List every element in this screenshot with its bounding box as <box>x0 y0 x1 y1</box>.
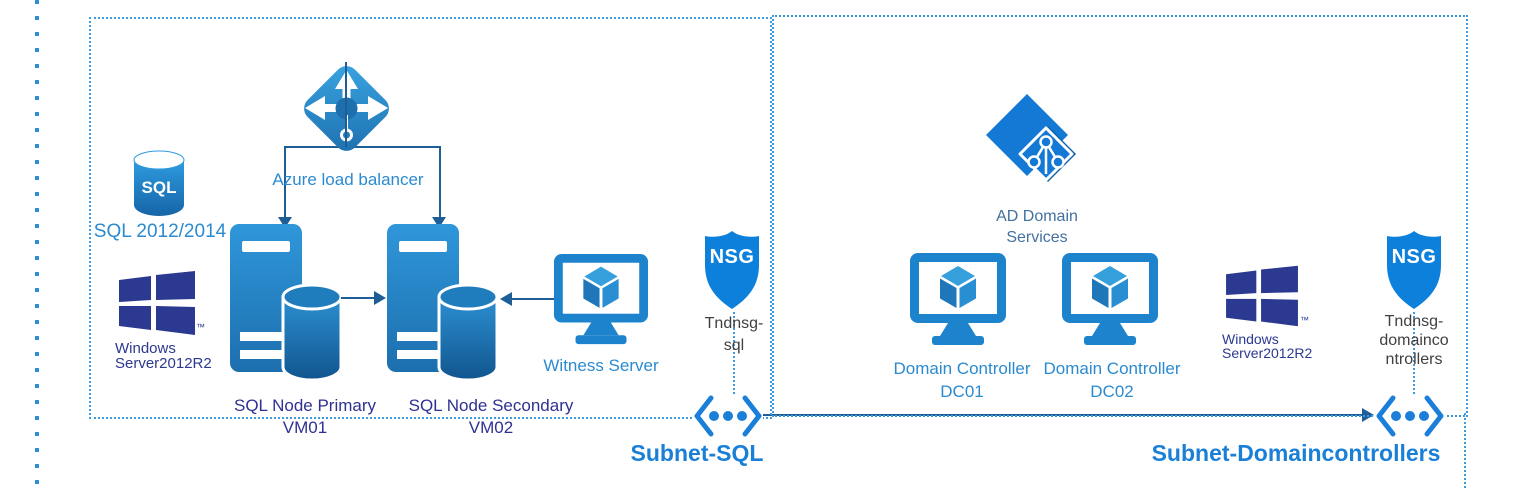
adds-label-line2: Services <box>1006 229 1068 246</box>
subnet-sql-box <box>89 17 772 419</box>
trademark-symbol: ™ <box>1300 315 1309 325</box>
nsg-dc-badge: NSG <box>1391 246 1437 268</box>
dc02-label: Domain Controller DC02 <box>1038 357 1186 403</box>
lb-arrowhead-right-icon <box>432 217 446 228</box>
lb-drop-left-line <box>284 146 286 218</box>
sql-version-label: SQL 2012/2014 <box>93 221 227 242</box>
lb-stem-line <box>345 62 347 147</box>
nsg-dc-shield-icon <box>1387 231 1441 309</box>
nsg-dc-name-label: Tndnsg- domainco ntrollers <box>1354 312 1474 369</box>
nsg-dc-name-line1: Tndnsg- <box>1384 313 1444 330</box>
nsg-sql-badge: NSG <box>709 246 755 268</box>
nsg-sql-name-label: Tndnsg- sql <box>674 313 794 357</box>
sql-node-primary-label: SQL Node Primary VM01 <box>215 395 395 439</box>
windows-server-logo-right: ™ Windows Server2012R2 <box>1222 261 1314 361</box>
database-cylinder-secondary-icon <box>437 283 499 382</box>
dc01-label-line2: DC01 <box>940 382 984 401</box>
dc01-vm-icon <box>910 253 1006 345</box>
subnet-dc-icon <box>1375 394 1445 438</box>
dc02-label-line2: DC02 <box>1090 382 1134 401</box>
windows-label-line2: Server2012R2 <box>1222 345 1313 361</box>
replication-line <box>341 297 377 299</box>
windows-server-label: Windows Server2012R2 <box>115 341 225 371</box>
sql-node-secondary-line2: VM02 <box>468 418 514 437</box>
windows-logo-icon <box>119 271 195 335</box>
windows-label-line2: Server2012R2 <box>115 355 212 372</box>
lb-arrowhead-left-icon <box>278 217 292 228</box>
replication-arrowhead-icon <box>374 291 386 305</box>
lb-drop-right-line <box>439 146 441 218</box>
adds-label-line1: AD Domain <box>996 208 1078 225</box>
sql-node-primary-line2: VM01 <box>282 418 328 437</box>
nsg-dc-connector-line <box>1413 312 1415 394</box>
dc01-label: Domain Controller DC01 <box>888 357 1036 403</box>
nsg-dc-name-line3: ntrollers <box>1385 351 1443 368</box>
sql-database-icon: SQL <box>133 150 185 216</box>
sql-node-secondary-line1: SQL Node Secondary <box>408 396 574 415</box>
load-balancer-label: Azure load balancer <box>272 170 424 189</box>
nsg-dc-name-line2: domainco <box>1379 332 1449 349</box>
subnet-dc-label: Subnet-Domaincontrollers <box>1151 440 1441 466</box>
dc02-label-line1: Domain Controller <box>1043 359 1181 378</box>
nsg-sql-name-line1: Tndnsg- <box>704 315 764 332</box>
windows-label-line1: Windows <box>1222 331 1279 347</box>
dc02-vm-icon <box>1062 253 1158 345</box>
adds-label: AD Domain Services <box>977 206 1097 248</box>
lb-split-line <box>284 146 441 148</box>
subnet-glyph-icon <box>1376 395 1444 437</box>
database-cylinder-primary-icon <box>281 283 343 382</box>
subnet-glyph-icon <box>694 395 762 437</box>
subnet-dc-box-edge-extension <box>1464 413 1466 488</box>
sql-icon-text: SQL <box>142 178 177 197</box>
windows-logo-icon <box>1226 265 1298 327</box>
witness-server-label: Witness Server <box>543 356 659 375</box>
vnet-boundary-line <box>35 0 39 488</box>
sql-node-secondary-label: SQL Node Secondary VM02 <box>396 395 586 439</box>
windows-server-label-right: Windows Server2012R2 <box>1222 332 1332 360</box>
windows-label-line1: Windows <box>115 340 176 357</box>
sql-node-primary-line1: SQL Node Primary <box>233 396 377 415</box>
subnet-sql-icon <box>693 394 763 438</box>
nsg-sql-connector-line <box>733 312 735 394</box>
witness-server-icon <box>553 253 649 345</box>
adds-icon <box>986 94 1076 182</box>
witness-line <box>510 298 554 300</box>
dc01-label-line1: Domain Controller <box>893 359 1031 378</box>
trademark-symbol: ™ <box>196 322 205 332</box>
nsg-sql-name-line2: sql <box>723 337 745 354</box>
nsg-sql-shield-icon <box>705 231 759 309</box>
subnet-sql-label: Subnet-SQL <box>630 440 764 466</box>
subnet-dc-box <box>772 15 1468 417</box>
windows-server-logo: ™ Windows Server2012R2 <box>115 266 212 372</box>
witness-arrowhead-icon <box>500 292 512 306</box>
